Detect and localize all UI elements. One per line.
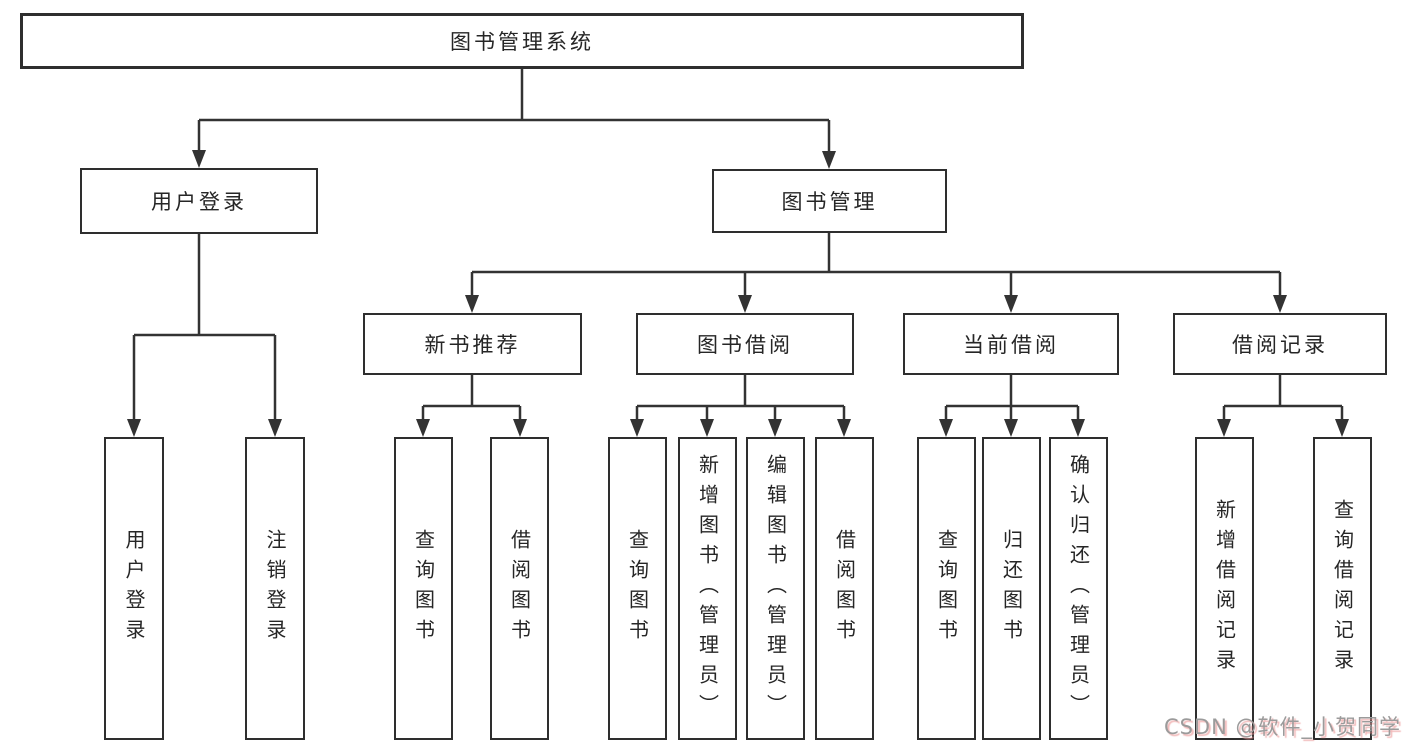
node-user-login-branch: 用户登录	[80, 168, 318, 234]
leaf-user-login: 用户登录	[104, 437, 164, 740]
node-label: 归还图书	[999, 528, 1024, 649]
leaf-logout: 注销登录	[245, 437, 305, 740]
node-label: 借阅图书	[832, 528, 857, 649]
node-book-borrowing: 图书借阅	[636, 313, 854, 375]
csdn-watermark: CSDN @软件_小贺同学	[1163, 715, 1401, 739]
node-label: 新书推荐	[424, 333, 521, 357]
node-label: 查询图书	[625, 528, 650, 649]
node-label: 查询借阅记录	[1330, 498, 1355, 679]
node-label: 当前借阅	[963, 333, 1059, 357]
node-label: 借阅图书	[507, 528, 532, 649]
node-label: 新增图书（管理员）	[695, 453, 720, 724]
node-new-book-recommend: 新书推荐	[363, 313, 582, 375]
node-label: 确认归还（管理员）	[1066, 453, 1091, 724]
node-label: 查询图书	[411, 528, 436, 649]
leaf-query-borrow-record: 查询借阅记录	[1313, 437, 1372, 740]
leaf-add-books-admin: 新增图书（管理员）	[678, 437, 737, 740]
leaf-edit-books-admin: 编辑图书（管理员）	[746, 437, 805, 740]
node-label: 用户登录	[122, 528, 146, 649]
node-label: 图书借阅	[697, 333, 793, 357]
connector-lines	[132, 69, 1344, 421]
node-root-library-system: 图书管理系统	[20, 13, 1024, 69]
node-label: 注销登录	[263, 528, 287, 649]
leaf-return-books: 归还图书	[982, 437, 1041, 740]
leaf-confirm-return-admin: 确认归还（管理员）	[1049, 437, 1108, 740]
node-borrowing-records: 借阅记录	[1173, 313, 1387, 375]
node-label: 新增借阅记录	[1212, 498, 1237, 679]
node-label: 查询图书	[934, 528, 959, 649]
leaf-borrow-books-1: 借阅图书	[490, 437, 549, 740]
leaf-query-books-1: 查询图书	[394, 437, 453, 740]
leaf-query-books-3: 查询图书	[917, 437, 976, 740]
node-current-borrowing: 当前借阅	[903, 313, 1119, 375]
node-label: 编辑图书（管理员）	[763, 453, 788, 724]
node-label: 用户登录	[151, 190, 247, 214]
leaf-add-borrow-record: 新增借阅记录	[1195, 437, 1254, 740]
leaf-query-books-2: 查询图书	[608, 437, 667, 740]
node-label: 图书管理	[781, 190, 878, 214]
node-book-management-branch: 图书管理	[712, 169, 947, 233]
leaf-borrow-books-2: 借阅图书	[815, 437, 874, 740]
node-label: 图书管理系统	[450, 30, 594, 54]
node-label: 借阅记录	[1232, 333, 1328, 357]
